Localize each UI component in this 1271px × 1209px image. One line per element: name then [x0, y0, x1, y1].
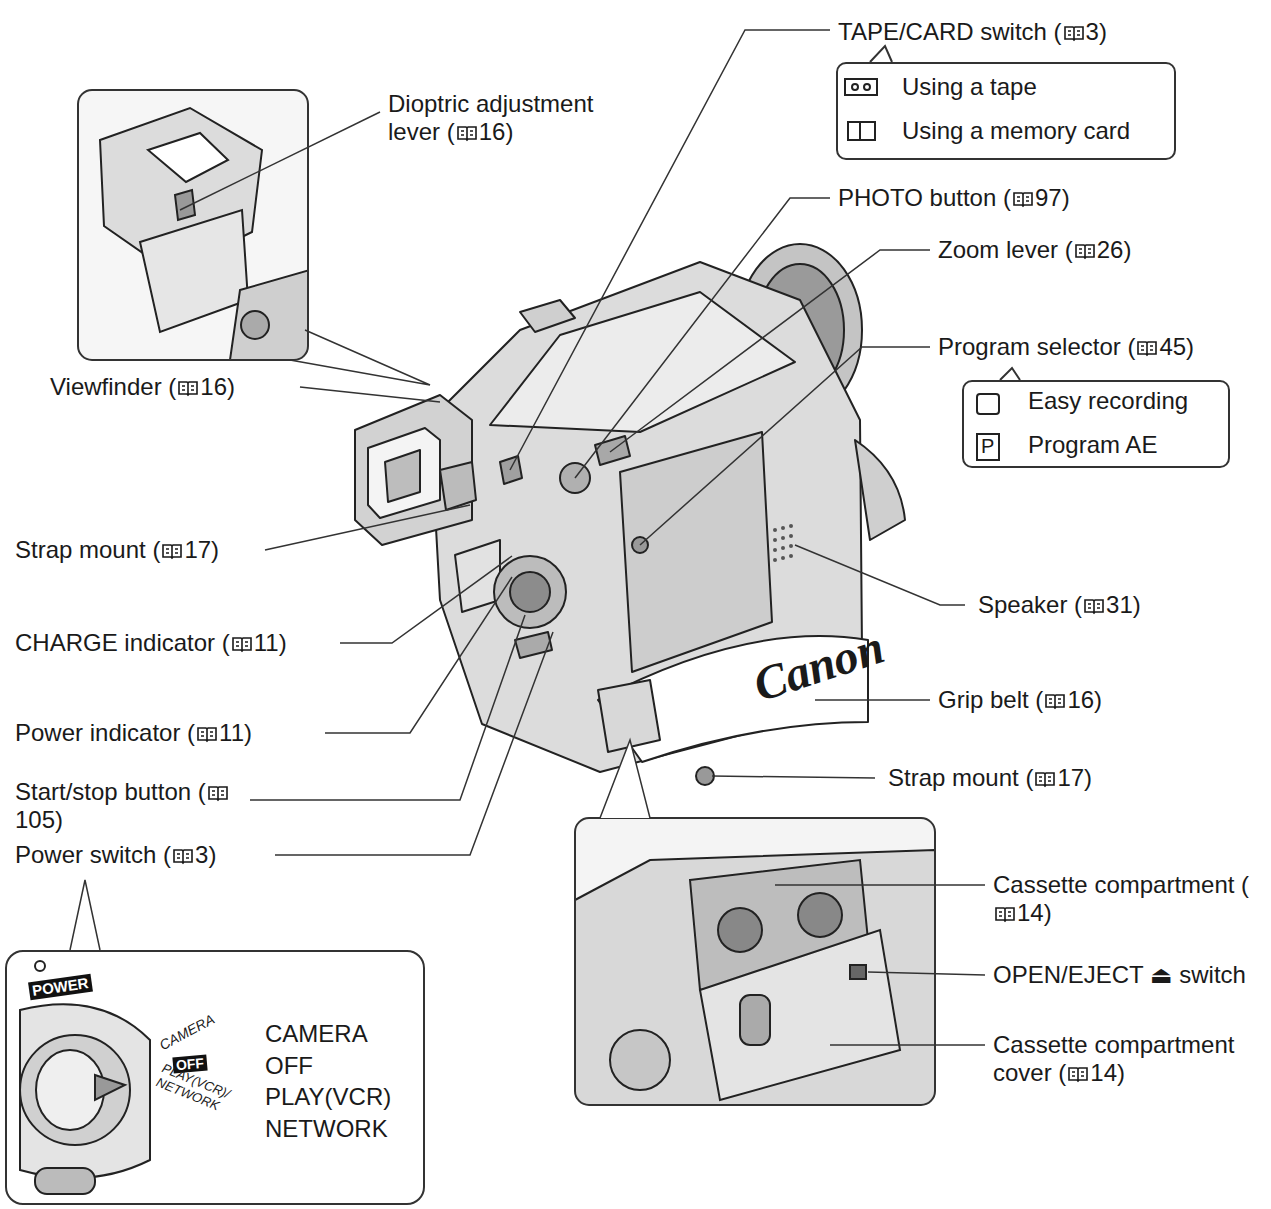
part-label: Cassette compartment cover (14) [993, 1031, 1263, 1087]
page-reference-icon [173, 847, 193, 865]
part-label: Cassette compartment (14) [993, 871, 1263, 927]
dial-marking: POWER [28, 974, 93, 1001]
part-label: CHARGE indicator (11) [15, 629, 287, 657]
page-reference-icon [1068, 1065, 1088, 1083]
option-text: Program AE [1028, 431, 1157, 459]
part-label: Strap mount (17) [888, 764, 1092, 792]
power-switch-inset: POWERCAMERAOFFPLAY(VCR)/ NETWORKCAMERAOF… [5, 950, 425, 1205]
page-reference-icon [1084, 597, 1104, 615]
part-label: Speaker (31) [978, 591, 1141, 619]
page-reference-icon [197, 725, 217, 743]
option-text: Using a tape [902, 73, 1037, 101]
option-text: Easy recording [1028, 387, 1188, 415]
page-reference-icon [1035, 770, 1055, 788]
page-reference-icon [232, 635, 252, 653]
part-label: Grip belt (16) [938, 686, 1102, 714]
page-reference-icon [1064, 24, 1084, 42]
part-label: PHOTO button (97) [838, 184, 1070, 212]
option-text: Using a memory card [902, 117, 1130, 145]
page-reference-icon [1075, 242, 1095, 260]
page-reference-icon [995, 905, 1015, 923]
part-label: Viewfinder (16) [50, 373, 235, 401]
mode-name: CAMERA [265, 1020, 368, 1048]
page-reference-icon [1013, 190, 1033, 208]
page-reference-icon [208, 784, 228, 802]
part-label: Zoom lever (26) [938, 236, 1131, 264]
part-label: TAPE/CARD switch (3) [838, 18, 1107, 46]
mode-name: PLAY(VCR) [265, 1083, 391, 1111]
part-label: Dioptric adjustment lever (16) [388, 90, 638, 146]
part-label: Strap mount (17) [15, 536, 219, 564]
page-reference-icon [457, 124, 477, 142]
part-label: Power indicator (11) [15, 719, 252, 747]
part-label: OPEN/EJECT ⏏ switch [993, 961, 1246, 989]
part-label: Power switch (3) [15, 841, 216, 869]
page-reference-icon [178, 379, 198, 397]
option-box: TAPE/CARD switch (3)Using a tapeUsing a … [836, 62, 1176, 160]
part-label: Program selector (45) [938, 333, 1194, 361]
page-reference-icon [162, 542, 182, 560]
mode-symbol: P [981, 433, 994, 459]
part-label: Start/stop button (105) [15, 778, 245, 834]
page-reference-icon [1137, 339, 1157, 357]
option-box: Program selector (45)Easy recordingProgr… [962, 380, 1230, 468]
page-reference-icon [1045, 692, 1065, 710]
dial-marking: CAMERA [157, 1011, 217, 1053]
mode-name: OFF [265, 1052, 313, 1080]
mode-name: NETWORK [265, 1115, 388, 1143]
